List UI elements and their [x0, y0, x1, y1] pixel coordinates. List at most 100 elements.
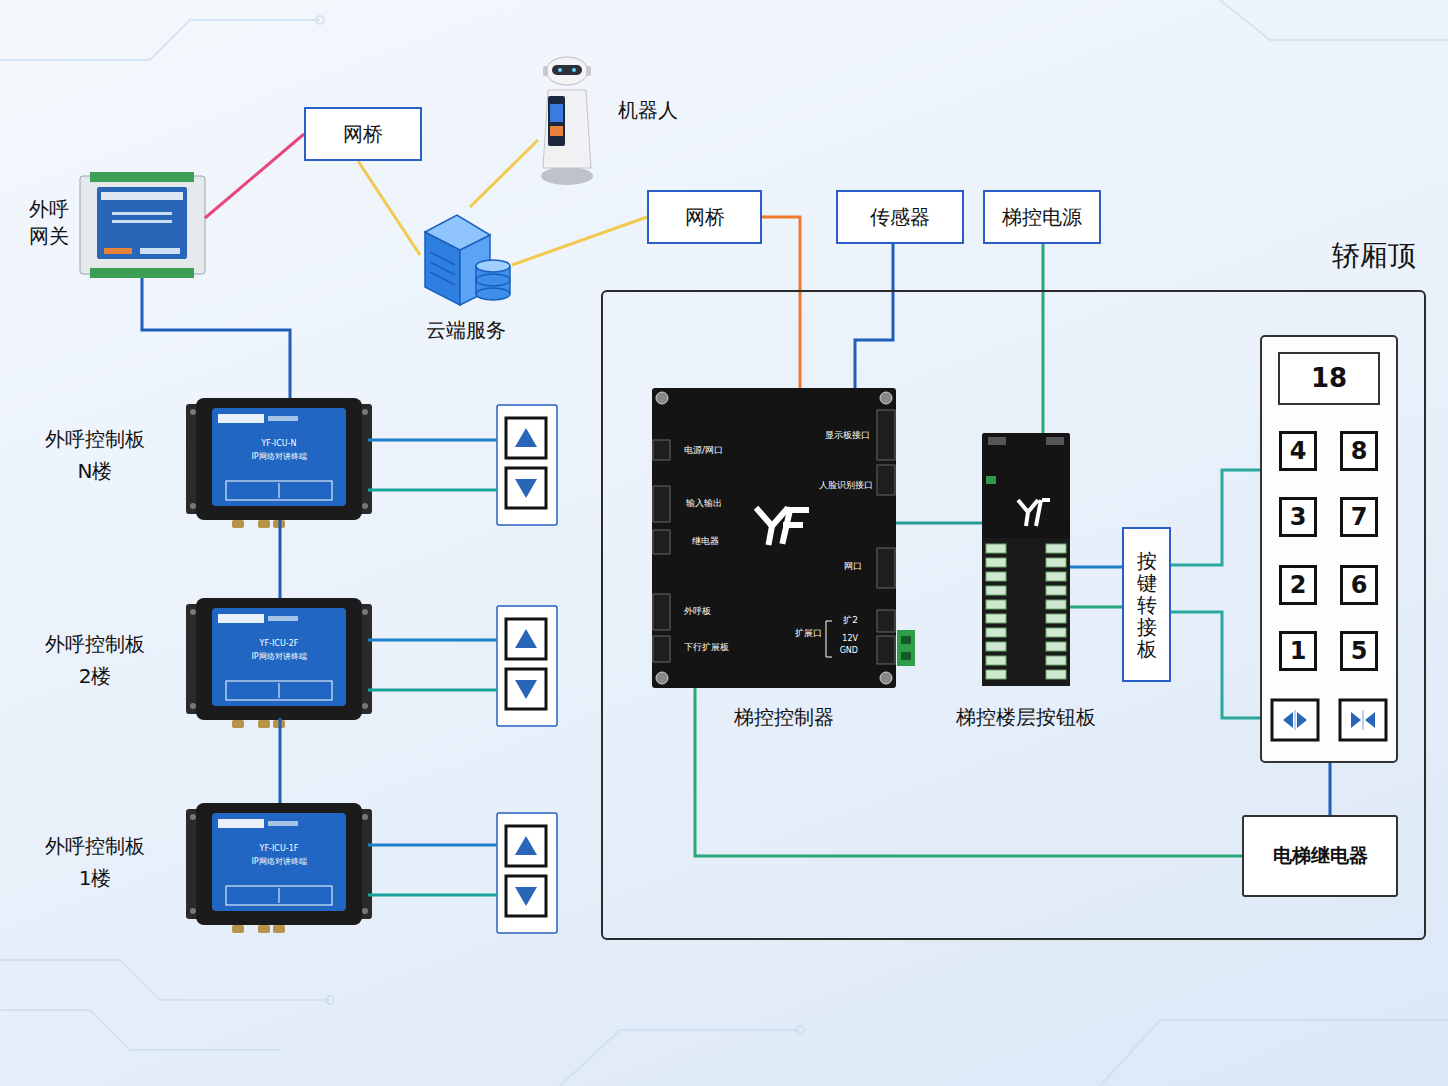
button-board	[982, 433, 1070, 686]
connector-line	[512, 217, 647, 265]
button-board	[1046, 600, 1066, 609]
circuit-decor	[0, 960, 330, 1000]
port-label: 输入输出	[686, 499, 722, 508]
gateway-device	[80, 172, 205, 278]
button-board	[986, 628, 1006, 637]
controller-board	[901, 636, 911, 644]
robot-figure	[541, 57, 593, 185]
button-number: 5	[1351, 637, 1368, 665]
button-board	[986, 656, 1006, 665]
robot-figure	[546, 57, 588, 85]
device-label: 外呼 网关	[24, 196, 74, 250]
adapter-board: 按键转接板	[1122, 527, 1171, 682]
circuit-decor	[1100, 1020, 1448, 1086]
cloud-server-icon	[425, 215, 490, 250]
connector-line	[896, 522, 982, 525]
car-panel-face	[1295, 710, 1296, 730]
cloud-server-icon	[476, 288, 510, 300]
connector-line	[1070, 566, 1122, 569]
connector-line	[358, 161, 420, 255]
floor-button: 6	[1340, 565, 1378, 605]
box-label: 梯控电源	[1002, 204, 1082, 231]
controller-board	[877, 610, 895, 632]
cloud-server-icon	[509, 266, 511, 294]
car-panel-face	[1261, 336, 1397, 762]
button-board	[1046, 642, 1066, 651]
floor-button: 3	[1279, 497, 1317, 537]
controller-board	[880, 392, 892, 404]
controller-board	[653, 410, 895, 664]
call-panels	[497, 405, 557, 933]
controller-board	[653, 636, 670, 662]
gateway-device	[101, 192, 183, 200]
button-board	[982, 538, 1070, 686]
car-panel-face	[1272, 700, 1318, 740]
robot-figure	[548, 96, 565, 146]
button-board	[986, 600, 1006, 609]
car-button-panel: 4837261518	[1260, 335, 1398, 763]
circuit-decor	[326, 996, 334, 1004]
car-panel-face	[1363, 710, 1364, 730]
hall-devices	[186, 398, 372, 933]
hall-devices	[186, 398, 372, 528]
connector-line	[279, 718, 282, 803]
box-label: 电梯继电器	[1273, 843, 1368, 869]
robot-figure	[550, 126, 563, 136]
button-board	[982, 433, 1070, 543]
robot-figure	[550, 104, 563, 122]
gateway-device	[112, 220, 172, 223]
floor-button: 4	[1279, 431, 1317, 471]
button-number: 4	[1290, 437, 1307, 465]
device-label: 梯控楼层按钮板	[926, 704, 1126, 730]
gateway-device	[80, 176, 205, 274]
controller-board	[653, 440, 670, 460]
gateway-device	[112, 212, 172, 215]
car-panel-face	[1261, 336, 1397, 762]
pin-label: 12V	[842, 635, 858, 643]
controller-board	[880, 672, 892, 684]
controller-board	[826, 621, 832, 657]
button-board	[1018, 500, 1050, 526]
gateway-device	[104, 248, 132, 254]
device-label: 外呼控制板 N楼	[40, 423, 150, 487]
button-board: 梯控楼层按钮板	[982, 433, 1070, 686]
connector-line	[470, 140, 538, 207]
device-label: 云端服务	[406, 317, 526, 343]
circuit-decor	[1220, 0, 1448, 40]
cloud-server-icon	[430, 262, 455, 275]
car-panel-face	[1297, 712, 1307, 728]
connector-line	[695, 688, 1242, 856]
button-board	[1046, 544, 1066, 553]
floor-button: 2	[1279, 565, 1317, 605]
car-panel-face	[1283, 712, 1293, 728]
device-model-text: IP网络对讲终端	[251, 453, 306, 461]
car-panel-face	[1351, 712, 1361, 728]
button-board	[1046, 628, 1066, 637]
robot-figure	[552, 65, 582, 75]
controller-board	[877, 465, 895, 495]
relay-box: 电梯继电器	[1242, 815, 1398, 897]
hall-call-board: 外呼控制板 2楼	[190, 598, 368, 718]
robot-figure	[543, 90, 591, 168]
cloud-server-icon	[425, 215, 510, 305]
device-label: 外呼控制板 2楼	[40, 628, 150, 692]
controller-board	[877, 548, 895, 588]
button-board	[1046, 572, 1066, 581]
call-wires	[368, 640, 497, 690]
call-panels	[497, 405, 557, 525]
controller-board: 梯控控制器	[652, 388, 896, 688]
button-board	[986, 572, 1006, 581]
button-number: 1	[1290, 637, 1307, 665]
box-label: 网桥	[343, 121, 383, 148]
call-wires	[368, 440, 497, 895]
robot-figure	[558, 68, 562, 72]
box-label: 网桥	[685, 204, 725, 231]
hall-call-board: 外呼控制板 N楼	[190, 398, 368, 520]
cloud-server: 云端服务	[420, 207, 512, 307]
controller-board	[653, 530, 670, 554]
